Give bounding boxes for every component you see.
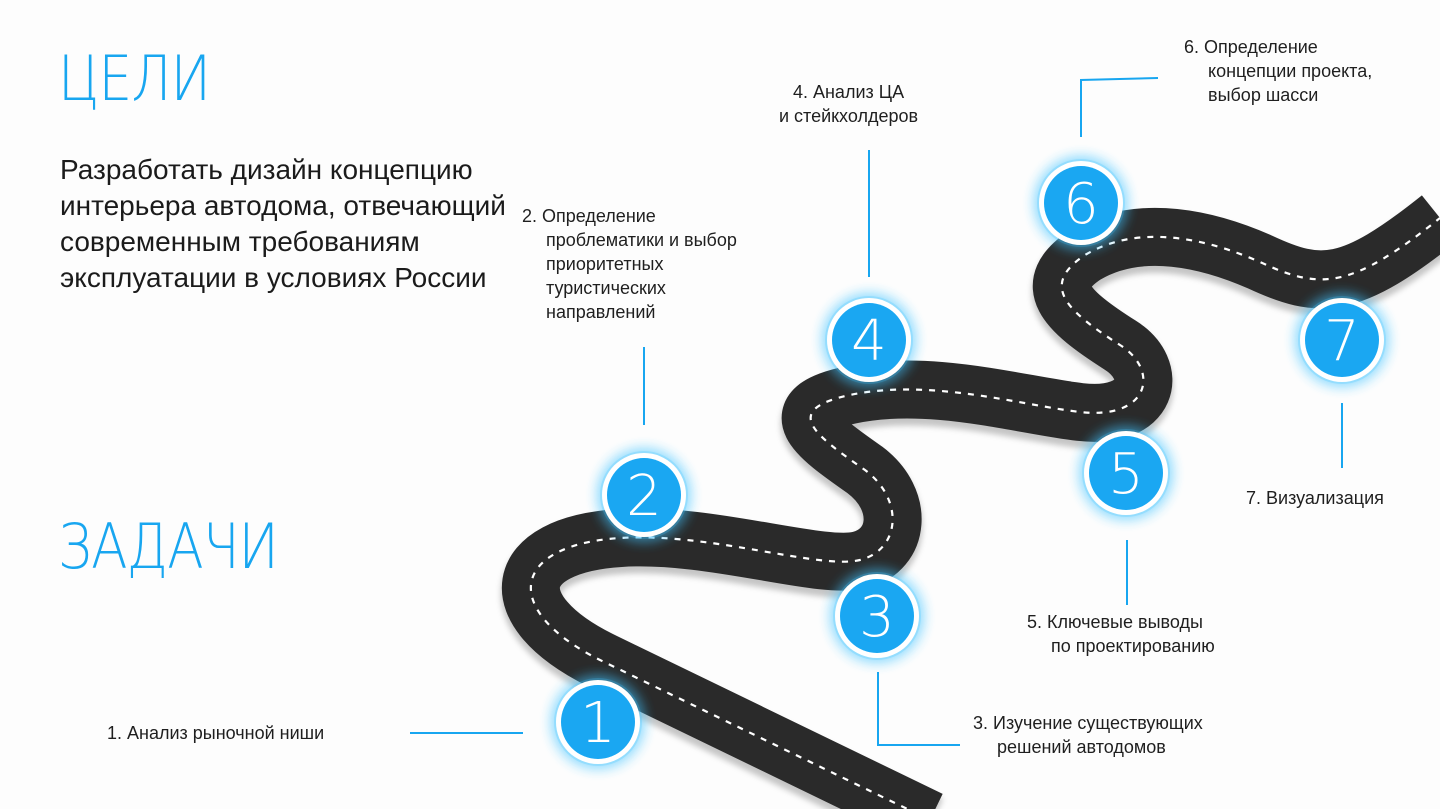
step-label-7: 7. Визуализация: [1246, 486, 1384, 510]
step-marker-fill: [607, 458, 681, 532]
connector-lines: [410, 77, 1343, 746]
step-label-1: 1. Анализ рыночной ниши: [107, 721, 324, 745]
step-label-3: 3. Изучение существующих решений автодом…: [973, 711, 1203, 759]
step-marker-number: 7: [1324, 309, 1360, 374]
connector-3: [877, 672, 960, 746]
step-marker-2: 2: [600, 451, 688, 539]
step-6-line-2: концепции проекта,: [1208, 61, 1373, 81]
step-2-line-5: направлений: [546, 302, 656, 322]
step-marker-number: 3: [859, 585, 895, 650]
step-3-line-2: решений автодомов: [997, 737, 1166, 757]
goals-title: ЦЕЛИ: [58, 42, 211, 115]
step-2-line-2: проблематики и выбор: [546, 230, 737, 250]
step-1-line-1: 1. Анализ рыночной ниши: [107, 723, 325, 743]
goals-text: Разработать дизайн концепцию интерьера а…: [60, 154, 506, 293]
step-label-6: 6. Определение концепции проекта, выбор …: [1184, 35, 1372, 107]
step-2-line-4: туристических: [546, 278, 666, 298]
step-label-2: 2. Определение проблематики и выбор прио…: [522, 204, 737, 324]
step-marker-fill: [840, 579, 914, 653]
step-marker-7: 7: [1298, 296, 1386, 384]
tasks-title: ЗАДАЧИ: [58, 510, 279, 583]
step-5-line-1: 5. Ключевые выводы: [1027, 612, 1203, 632]
step-6-line-3: выбор шасси: [1208, 85, 1319, 105]
step-4-line-1: 4. Анализ ЦА: [792, 82, 905, 102]
step-marker-number: 2: [626, 464, 662, 529]
step-2-line-1: 2. Определение: [522, 206, 656, 226]
step-marker-number: 1: [580, 691, 616, 756]
step-3-line-1: 3. Изучение существующих: [973, 713, 1203, 733]
step-label-4: 4. Анализ ЦА и стейкхолдеров: [779, 80, 918, 128]
step-marker-3: 3: [833, 572, 921, 660]
step-label-5: 5. Ключевые выводы по проектированию: [1027, 610, 1215, 658]
step-marker-number: 4: [851, 309, 887, 374]
step-marker-6: 6: [1037, 159, 1125, 247]
step-7-line-1: 7. Визуализация: [1246, 488, 1384, 508]
step-marker-fill: [1305, 303, 1379, 377]
step-marker-5: 5: [1082, 429, 1170, 517]
step-2-line-3: приоритетных: [546, 254, 664, 274]
step-marker-fill: [561, 685, 635, 759]
step-marker-number: 5: [1108, 442, 1144, 507]
step-marker-fill: [1089, 436, 1163, 510]
step-marker-4: 4: [825, 296, 913, 384]
step-marker-fill: [832, 303, 906, 377]
step-4-line-2: и стейкхолдеров: [779, 106, 919, 126]
step-6-line-1: 6. Определение: [1184, 37, 1318, 57]
road-lane-markings: [529, 217, 1440, 809]
connector-6: [1080, 77, 1159, 137]
step-marker-number: 6: [1063, 172, 1099, 237]
step-marker-1: 1: [554, 678, 642, 766]
step-5-line-2: по проектированию: [1051, 636, 1215, 656]
step-marker-fill: [1044, 166, 1118, 240]
